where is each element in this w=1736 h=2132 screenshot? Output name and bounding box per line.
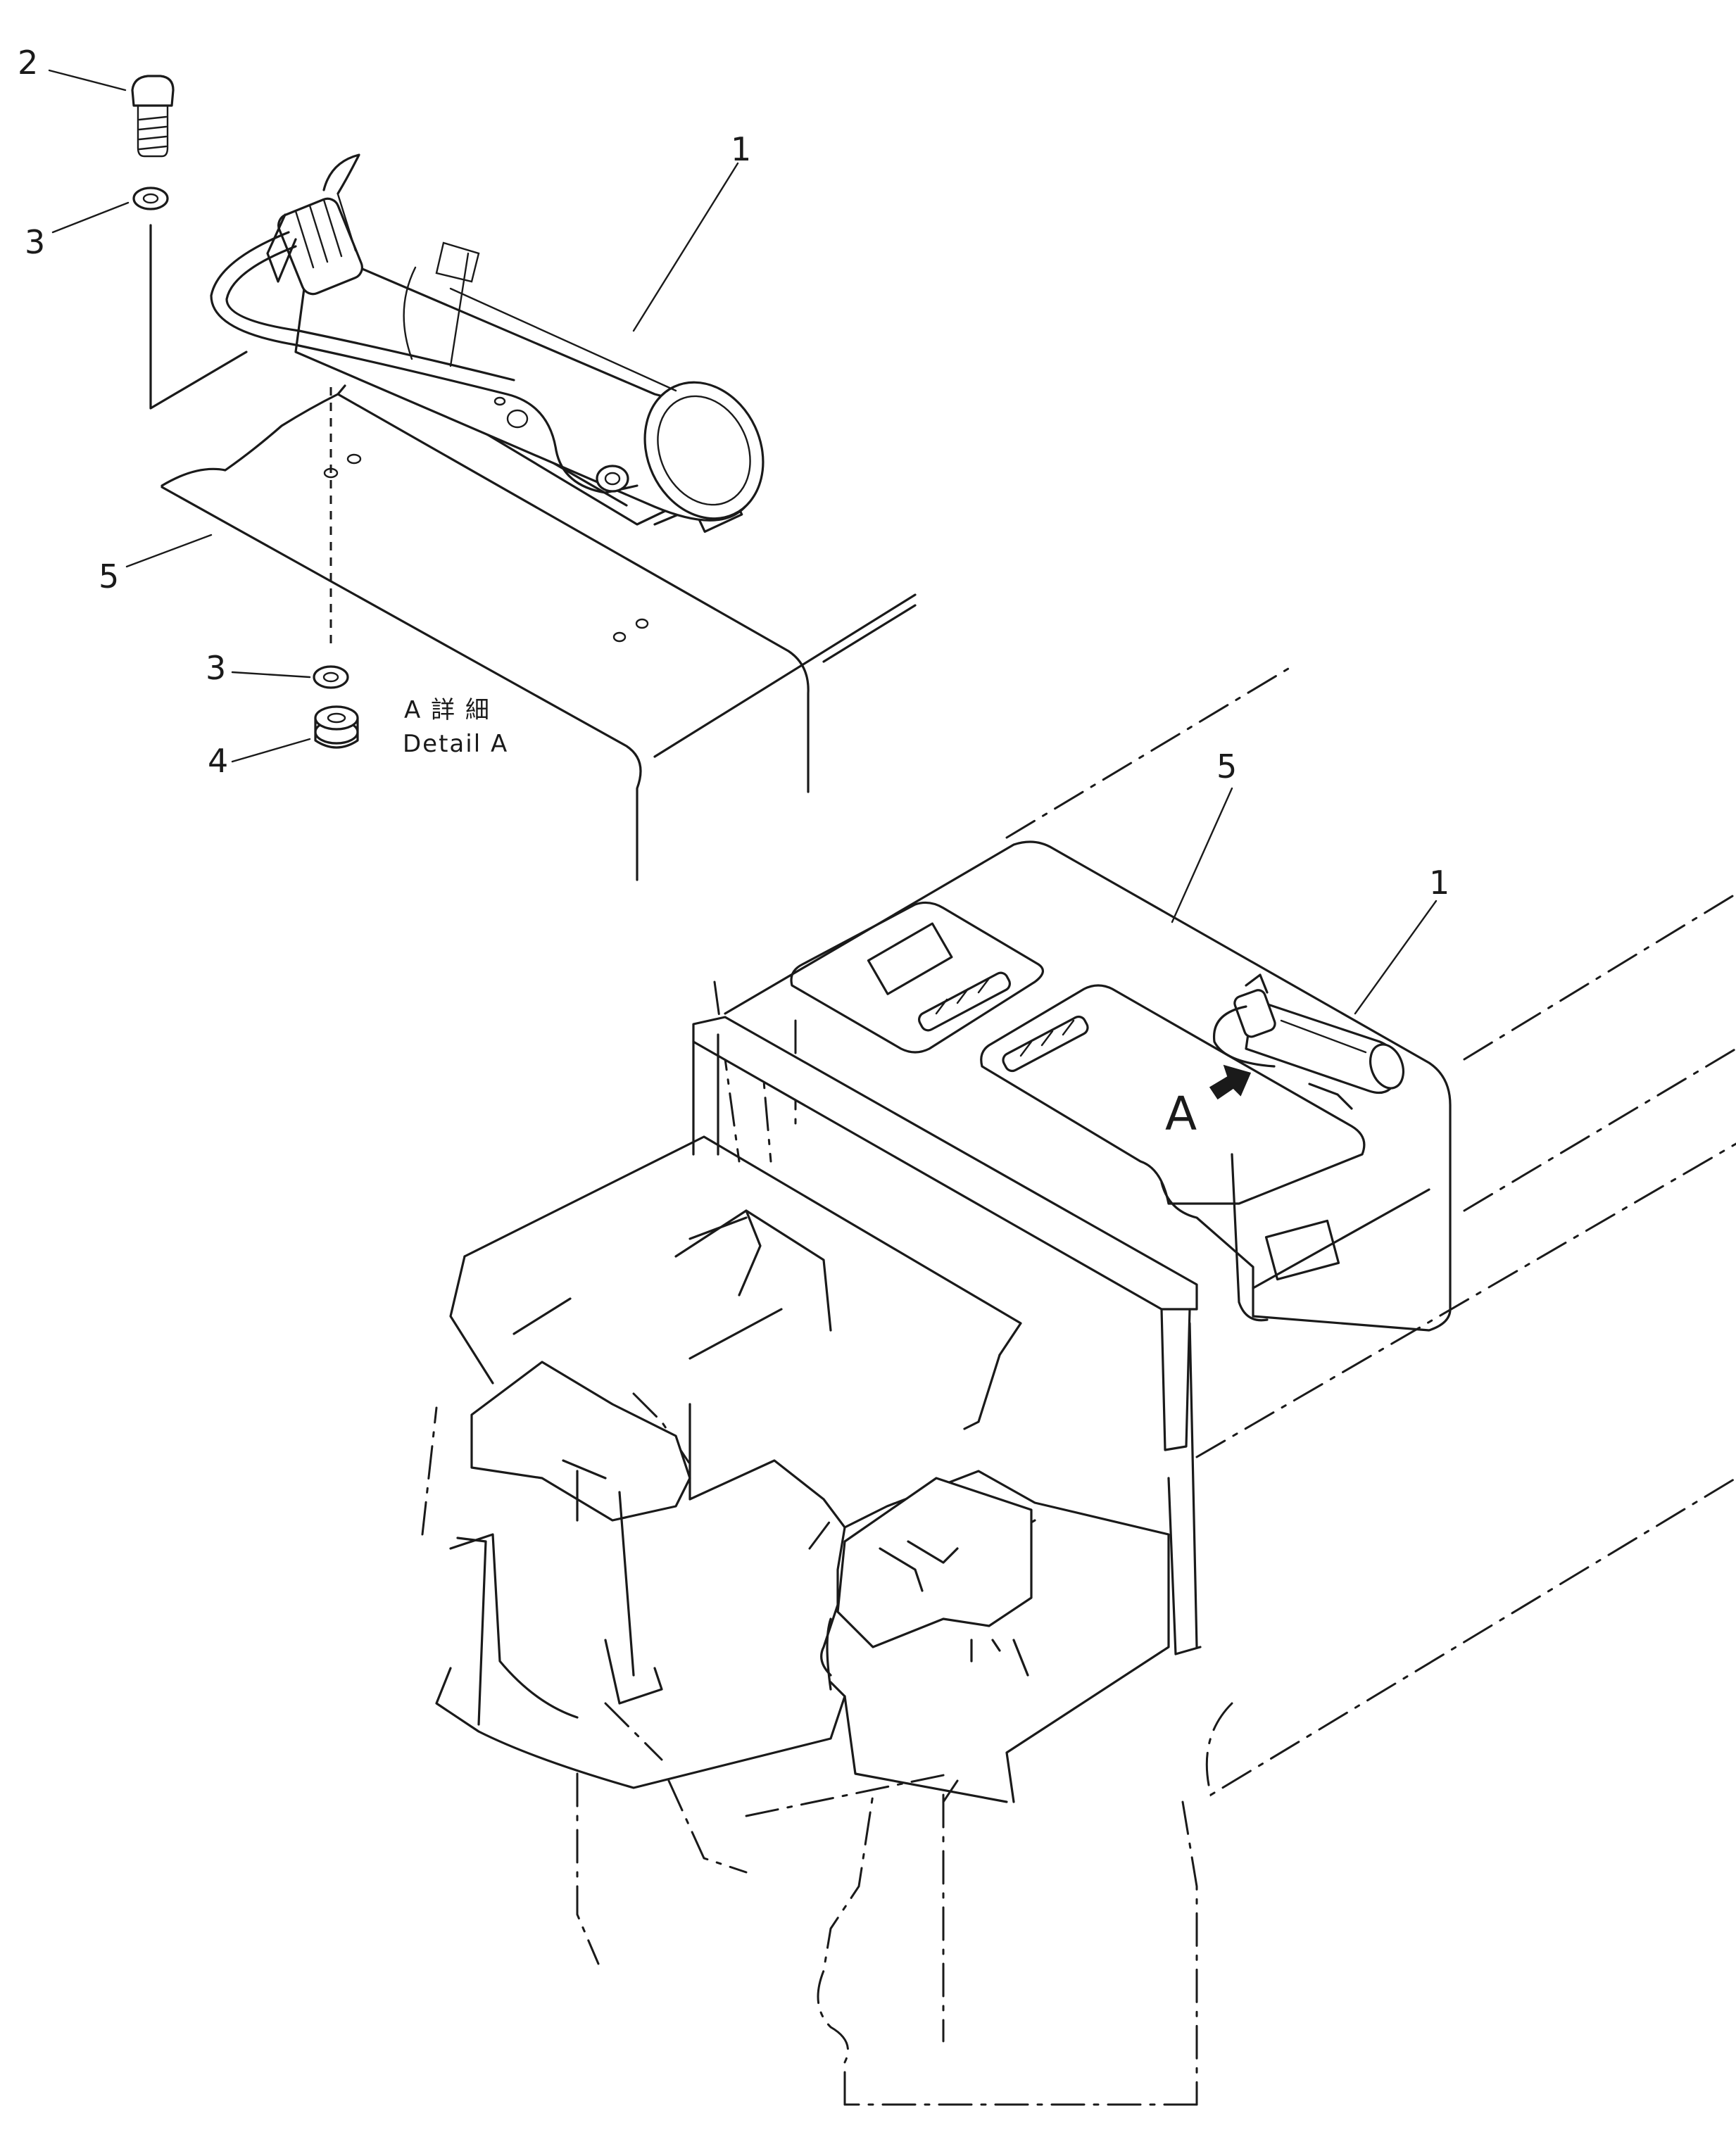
washer-lower — [313, 665, 349, 689]
washer-upper — [132, 187, 169, 210]
main-extinguisher — [1212, 973, 1404, 1110]
view-arrow-a — [1209, 1064, 1252, 1100]
detail-caption-en: Detail A — [403, 730, 508, 758]
leader-5-detail — [125, 534, 213, 568]
view-marker-a: A — [1165, 1087, 1197, 1141]
leader-5-main — [1171, 787, 1233, 923]
callout-1-top: 1 — [731, 130, 751, 168]
detail-caption-jp: A 詳 細 — [404, 696, 491, 724]
callout-3-upper: 3 — [25, 223, 45, 261]
detail-tank-plate — [161, 384, 917, 881]
leader-1-top — [632, 162, 739, 332]
nut — [314, 705, 359, 749]
callout-4: 4 — [208, 742, 228, 780]
callout-5-main: 5 — [1216, 748, 1237, 786]
assembly-line — [149, 224, 248, 410]
leader-2 — [48, 69, 127, 92]
callout-1-main: 1 — [1429, 864, 1449, 902]
detail-extinguisher — [210, 153, 765, 533]
phantom-outline — [421, 667, 1736, 2106]
leader-3-upper — [51, 201, 130, 234]
handrail — [692, 1016, 1202, 1655]
leader-1-main — [1354, 900, 1438, 1015]
callout-3-lower: 3 — [206, 649, 226, 687]
leader-4 — [231, 738, 311, 763]
operator-seat — [435, 1135, 1170, 1803]
bolt — [131, 75, 175, 158]
panel-hinge — [918, 971, 1089, 1073]
fuel-tank — [724, 840, 1452, 1332]
callout-2: 2 — [18, 44, 38, 82]
detail-a-view: 2 3 1 5 3 4 A 詳 細 Detail A — [18, 44, 917, 881]
leader-3-lower — [231, 671, 311, 679]
callout-5-detail: 5 — [99, 557, 119, 595]
main-assembly-view: A 5 1 — [421, 667, 1736, 2106]
